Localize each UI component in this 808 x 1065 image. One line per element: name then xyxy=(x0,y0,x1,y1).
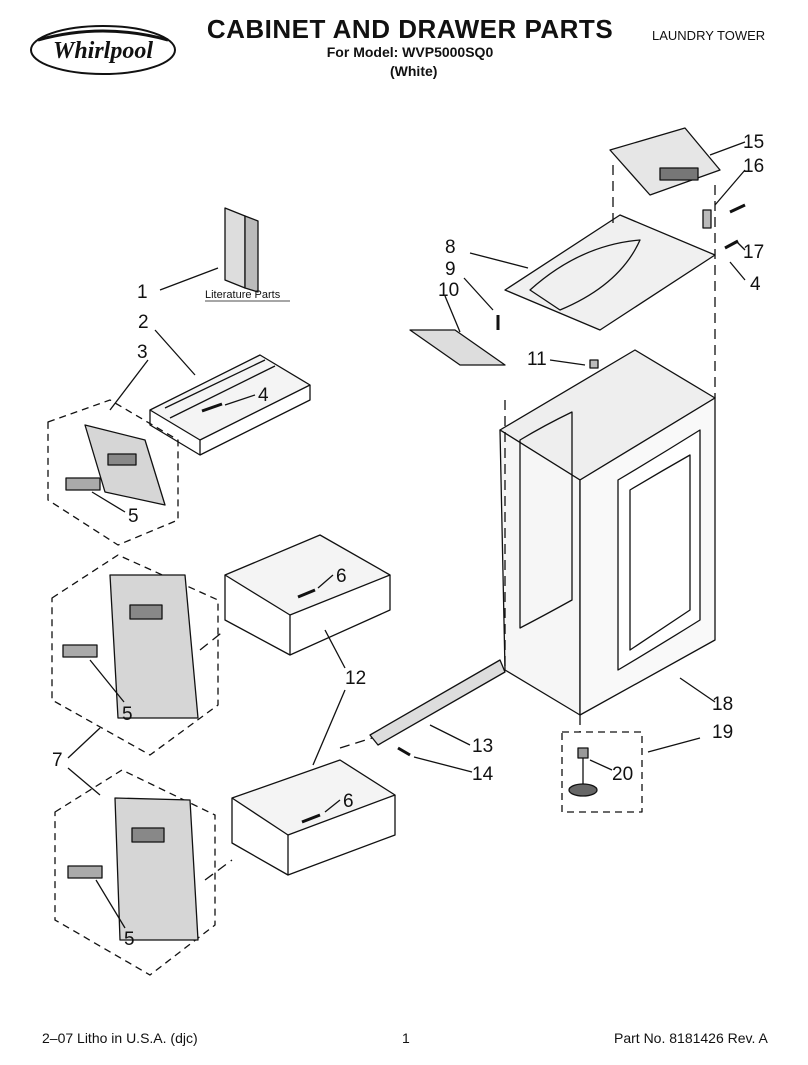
drawer-handle-2 xyxy=(62,644,98,658)
part-number: Part No. 8181426 Rev. A xyxy=(614,1030,768,1046)
literature-parts-label: Literature Parts xyxy=(205,289,281,301)
screw-icon xyxy=(397,746,411,757)
callout-number: 1 xyxy=(137,282,148,303)
callout-number: 5 xyxy=(122,704,133,725)
screw-icon xyxy=(201,402,223,413)
product-category: LAUNDRY TOWER xyxy=(652,28,766,43)
model-color: (White) xyxy=(390,63,438,79)
leader-lines xyxy=(67,141,746,929)
literature-booklet xyxy=(224,207,259,293)
callout-number: 17 xyxy=(743,242,764,263)
screw-icon xyxy=(297,588,316,599)
drawer-handle-3 xyxy=(67,865,103,879)
callout-number: 4 xyxy=(750,274,761,295)
alignment-lines xyxy=(199,165,716,881)
middle-drawer-front xyxy=(109,574,199,719)
panel-bracket xyxy=(409,329,506,366)
clip-icon xyxy=(589,359,599,369)
callout-number: 7 xyxy=(52,750,63,771)
callout-number: 3 xyxy=(137,342,148,363)
callout-number: 16 xyxy=(743,156,764,177)
leveling-foot-group-box xyxy=(561,731,643,813)
control-panel-console xyxy=(609,127,721,196)
callout-number: 18 xyxy=(712,694,733,715)
top-drawer-front xyxy=(84,424,166,506)
page-number: 1 xyxy=(402,1030,410,1046)
callout-number: 15 xyxy=(743,132,764,153)
callout-number: 4 xyxy=(258,385,269,406)
callout-number: 5 xyxy=(124,929,135,950)
callout-number: 9 xyxy=(445,259,456,280)
logo-wordmark: Whirlpool xyxy=(53,38,153,64)
print-info: 2–07 Litho in U.S.A. (djc) xyxy=(42,1030,198,1046)
callout-number: 12 xyxy=(345,668,366,689)
leveling-foot xyxy=(568,747,598,797)
cabinet-frame xyxy=(499,349,716,716)
callout-number: 8 xyxy=(445,237,456,258)
top-drawer-group-box xyxy=(47,399,179,546)
callout-number: 5 xyxy=(128,506,139,527)
callout-number: 11 xyxy=(527,349,547,370)
callout-number: 6 xyxy=(343,791,354,812)
callout-number: 19 xyxy=(712,722,733,743)
bottom-drawer-tray xyxy=(231,759,396,876)
top-drawer-tray xyxy=(149,354,311,456)
callout-number: 14 xyxy=(472,764,494,785)
callout-number: 6 xyxy=(336,566,347,587)
middle-drawer-tray xyxy=(224,534,391,656)
drawer-handle-1 xyxy=(65,477,101,491)
bottom-drawer-group-box xyxy=(54,769,216,976)
page-title: CABINET AND DRAWER PARTS xyxy=(206,14,614,44)
screw-icon xyxy=(724,239,739,250)
callout-number: 10 xyxy=(438,280,459,301)
bottom-drawer-front xyxy=(114,797,199,941)
callout-number: 13 xyxy=(472,736,493,757)
callout-number: 20 xyxy=(612,764,633,785)
drawer-slide-rail xyxy=(369,659,506,746)
callout-number: 2 xyxy=(138,312,149,333)
screw-icon xyxy=(729,203,746,214)
whirlpool-logo: Whirlpool xyxy=(30,25,176,75)
clip-icon xyxy=(702,209,712,229)
middle-drawer-group-box xyxy=(51,554,219,756)
model-number: For Model: WVP5000SQ0 xyxy=(326,44,494,60)
screw-icon xyxy=(301,813,321,824)
cabinet-top-panel xyxy=(504,214,716,331)
